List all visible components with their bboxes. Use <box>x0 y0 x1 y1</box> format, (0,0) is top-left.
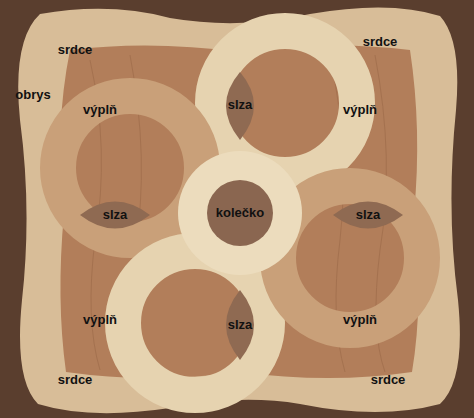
teardrop <box>226 290 254 360</box>
teardrop <box>333 202 403 229</box>
part-label: slza <box>356 208 381 222</box>
part-label: srdce <box>58 43 93 57</box>
interlocking-rings <box>58 31 422 395</box>
part-label: výplň <box>83 103 117 117</box>
teardrop <box>80 202 150 229</box>
part-label: slza <box>228 318 253 332</box>
heart-corner-band <box>18 7 460 413</box>
teardrop <box>226 72 254 140</box>
teardrop-lenses <box>80 72 403 360</box>
center-ring <box>178 151 302 275</box>
part-label: obrys <box>15 88 50 102</box>
part-label: slza <box>228 98 253 112</box>
center-circle <box>207 180 273 246</box>
part-label: srdce <box>58 373 93 387</box>
part-label: srdce <box>371 373 406 387</box>
part-label: výplň <box>343 313 377 327</box>
part-label: slza <box>103 208 128 222</box>
part-label: srdce <box>363 35 398 49</box>
part-label: výplň <box>83 313 117 327</box>
part-label: výplň <box>343 103 377 117</box>
part-label: kolečko <box>216 206 264 220</box>
